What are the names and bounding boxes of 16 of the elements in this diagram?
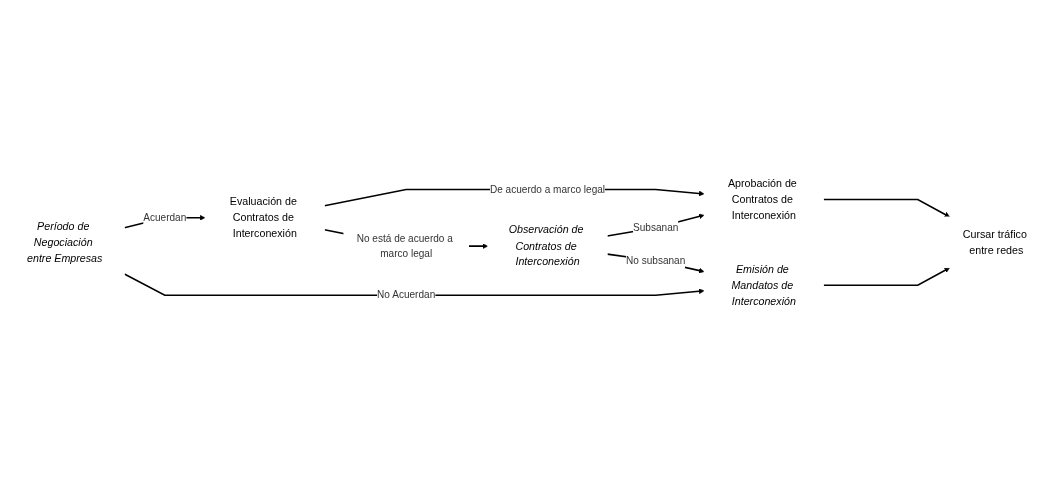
node-text: Período de Negociación entre Empresas — [27, 219, 103, 264]
node-text: Aprobación de Contratos de Interconexión — [727, 176, 797, 221]
node-text: Emisión de Mandatos de Interconexión — [731, 262, 796, 307]
arrow — [606, 213, 705, 237]
edge-label: No subsanan — [626, 254, 686, 266]
edge-label: No está de acuerdo a marco legal — [356, 232, 453, 259]
arrow — [822, 267, 950, 286]
node-text: Cursar tráfico entre redes — [962, 227, 1027, 256]
edge-label: No Acuerdan — [377, 289, 436, 300]
edge-label: Subsanan — [633, 221, 679, 233]
node-text: Observación de Contratos de Interconexión — [508, 223, 584, 268]
edge-label: Acuerdan — [143, 211, 187, 223]
arrow — [123, 272, 705, 296]
arrow — [822, 198, 950, 217]
edge-label: De acuerdo a marco legal — [489, 183, 606, 195]
node-text: Evaluación de Contratos de Interconexión — [229, 195, 297, 240]
